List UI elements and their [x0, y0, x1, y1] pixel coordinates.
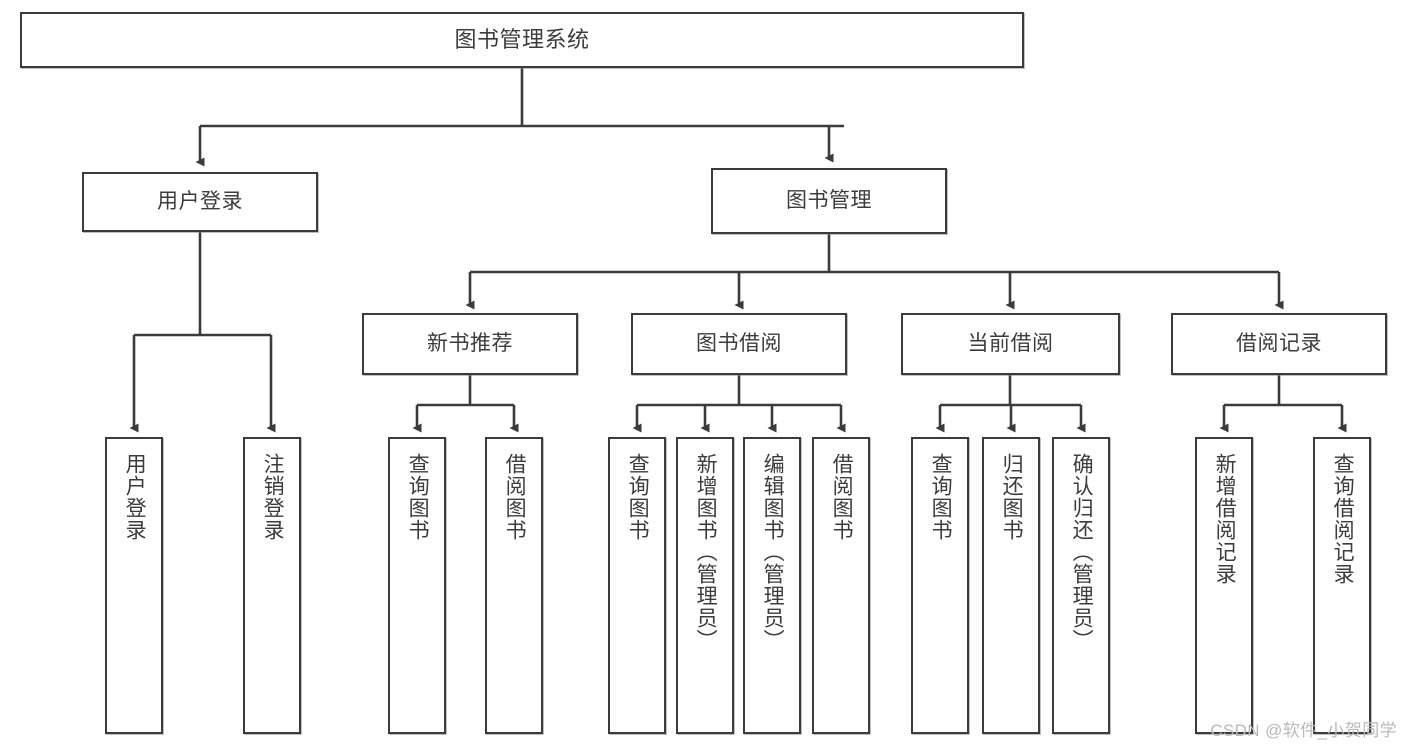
node-label: 编辑图书（管理员）: [761, 453, 785, 651]
node-root-book-management-system[interactable]: 图书管理系统: [20, 12, 1024, 68]
node-label: 查询图书: [929, 453, 953, 541]
node-leaf-query-book-current[interactable]: 查询图书: [911, 437, 969, 734]
node-book-manage[interactable]: 图书管理: [711, 168, 947, 234]
node-leaf-add-borrow-record[interactable]: 新增借阅记录: [1195, 437, 1253, 734]
node-user-login[interactable]: 用户登录: [82, 172, 318, 232]
node-leaf-query-book-borrow[interactable]: 查询图书: [608, 437, 666, 734]
node-label: 确认归还（管理员）: [1070, 453, 1094, 651]
watermark-csdn: CSDN @软件_小贺同学: [1210, 721, 1397, 740]
node-borrow-record[interactable]: 借阅记录: [1171, 313, 1387, 375]
node-leaf-query-borrow-record[interactable]: 查询借阅记录: [1313, 437, 1371, 734]
node-label: 新增图书（管理员）: [694, 453, 718, 651]
node-label: 图书管理: [786, 188, 872, 212]
node-label: 新增借阅记录: [1213, 453, 1237, 585]
node-leaf-borrow-book[interactable]: 借阅图书: [812, 437, 870, 734]
node-label: 用户登录: [157, 189, 243, 213]
node-leaf-borrow-book-recommend[interactable]: 借阅图书: [485, 437, 543, 734]
node-leaf-query-book-recommend[interactable]: 查询图书: [388, 437, 446, 734]
node-label: 新书推荐: [427, 331, 513, 355]
node-label: 当前借阅: [967, 331, 1054, 355]
node-label: 借阅图书: [830, 453, 854, 541]
node-label: 查询图书: [626, 453, 650, 541]
node-leaf-logout-login[interactable]: 注销登录: [243, 437, 301, 734]
node-label: 图书借阅: [696, 331, 782, 355]
node-label: 借阅记录: [1236, 331, 1322, 355]
node-label: 借阅图书: [503, 453, 527, 541]
node-label: 归还图书: [1000, 453, 1024, 541]
node-label: 查询借阅记录: [1331, 453, 1355, 585]
node-leaf-add-book[interactable]: 新增图书（管理员）: [676, 437, 734, 734]
node-label: 图书管理系统: [454, 27, 590, 53]
node-book-borrow[interactable]: 图书借阅: [631, 313, 847, 375]
node-leaf-edit-book[interactable]: 编辑图书（管理员）: [743, 437, 801, 734]
node-leaf-return-book[interactable]: 归还图书: [982, 437, 1040, 734]
node-leaf-user-login[interactable]: 用户登录: [105, 437, 163, 734]
node-leaf-confirm-return[interactable]: 确认归还（管理员）: [1052, 437, 1110, 734]
node-label: 查询图书: [406, 453, 430, 541]
node-label: 注销登录: [261, 453, 285, 541]
node-label: 用户登录: [123, 453, 147, 541]
node-current-borrow[interactable]: 当前借阅: [901, 313, 1120, 375]
node-new-book-recommend[interactable]: 新书推荐: [362, 313, 578, 375]
